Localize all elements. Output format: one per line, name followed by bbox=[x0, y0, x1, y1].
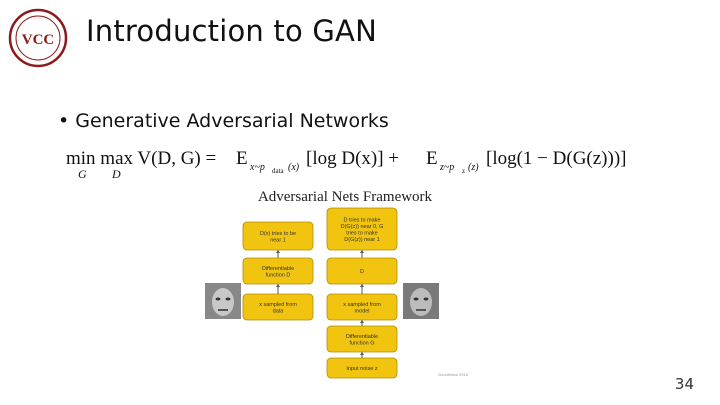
eq-term2-subsub: z bbox=[462, 167, 465, 175]
right-arrow-1-head bbox=[360, 250, 364, 253]
right-node-0-label: D(G(z)) near 0, G bbox=[341, 224, 384, 230]
right-node-3-label: function G bbox=[349, 340, 374, 346]
adversarial-nets-framework-diagram: Adversarial Nets Framework D(x) tries to… bbox=[242, 189, 433, 379]
page-number: 34 bbox=[674, 375, 694, 393]
left-node-2-label: x sampled from bbox=[259, 302, 297, 308]
eq-term1-arg: (x) bbox=[288, 162, 300, 173]
bullet-text: Generative Adversarial Networks bbox=[75, 110, 389, 132]
eq-term2-log: [log(1 − D(G(z)))]. bbox=[486, 148, 626, 169]
eq-term1-subsub: data bbox=[272, 167, 285, 175]
eq-min-sub: G bbox=[78, 167, 87, 181]
left-node-2-label: data bbox=[273, 308, 285, 314]
svg-text:· · · · · ·: · · · · · · bbox=[31, 57, 45, 62]
right-node-2-label: x sampled from bbox=[343, 302, 381, 308]
framework-heading: Adversarial Nets Framework bbox=[258, 189, 433, 205]
right-node-4-label: Input noise z bbox=[346, 366, 377, 372]
right-node-0-label: D tries to make bbox=[344, 217, 381, 223]
generated-face-image bbox=[403, 283, 439, 319]
right-node-0-label: tries to make bbox=[346, 230, 377, 236]
university-logo: · · · · · · VCC · · · · · · bbox=[8, 8, 68, 68]
eq-max-sub: D bbox=[111, 167, 121, 181]
svg-text:· · · · · ·: · · · · · · bbox=[31, 16, 45, 21]
eq-term2-e: E bbox=[426, 148, 438, 169]
right-arrow-3-head bbox=[360, 320, 364, 323]
figure-credit: Goodfellow 2016 bbox=[438, 372, 469, 377]
right-arrow-2-head bbox=[360, 284, 364, 287]
gan-objective-equation: min max V(D, G) = G D E x~p data (x) [lo… bbox=[66, 148, 626, 181]
right-arrow-4-head bbox=[360, 352, 364, 355]
slide-title: Introduction to GAN bbox=[86, 14, 377, 48]
right-node-2-label: model bbox=[355, 308, 370, 314]
left-arrow-2-head bbox=[276, 284, 280, 287]
bullet-item: •Generative Adversarial Networks bbox=[58, 110, 389, 132]
right-node-3-label: Differentiable bbox=[346, 334, 378, 340]
logo-text: VCC bbox=[22, 32, 55, 48]
eq-term1-log: [log D(x)] + bbox=[306, 148, 399, 169]
left-node-1-label: Differentiable bbox=[262, 266, 294, 272]
right-node-0-label: D(G(z)) near 1 bbox=[344, 237, 379, 243]
left-arrow-1-head bbox=[276, 250, 280, 253]
bullet-dot-icon: • bbox=[58, 110, 70, 132]
eq-lhs: min max V(D, G) = bbox=[66, 148, 216, 169]
eq-term1-sub: x~p bbox=[249, 162, 265, 173]
eq-term2-arg: (z) bbox=[468, 162, 479, 173]
real-face-image bbox=[205, 283, 241, 319]
eq-term2-sub: z~p bbox=[439, 162, 454, 173]
eq-term1-e: E bbox=[236, 148, 248, 169]
right-node-1-label: D bbox=[360, 269, 364, 275]
left-node-0-label: near 1 bbox=[270, 237, 286, 243]
left-node-1-label: function D bbox=[266, 272, 291, 278]
left-node-0-label: D(x) tries to be bbox=[260, 231, 296, 237]
